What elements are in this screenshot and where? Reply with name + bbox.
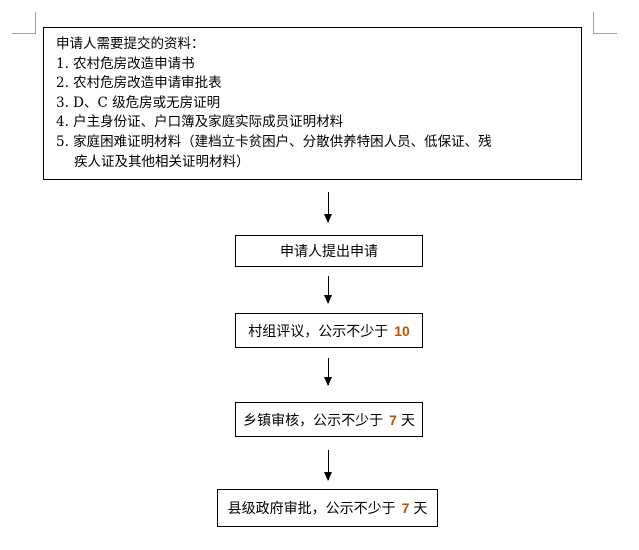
flow-arrow bbox=[324, 450, 332, 481]
step-county-approval: 县级政府审批，公示不少于 7 天 bbox=[217, 489, 438, 527]
step-days: 10 bbox=[394, 322, 410, 339]
page-corner-mark-right bbox=[593, 12, 594, 34]
flow-arrow bbox=[324, 276, 332, 304]
page-corner-mark-left bbox=[12, 33, 36, 34]
step-text: 乡镇审核，公示不少于 bbox=[243, 412, 384, 429]
requirement-item: 2. 农村危房改造申请审批表 bbox=[56, 75, 222, 92]
step-days: 7 bbox=[401, 500, 410, 516]
step-text: 县级政府审批，公示不少于 bbox=[227, 501, 396, 517]
step-days: 7 bbox=[389, 411, 397, 428]
step-township-audit: 乡镇审核，公示不少于 7 天 bbox=[235, 402, 423, 437]
requirement-item: 5. 家庭困难证明材料（建档立卡贫困户、分散供养特困人员、低保证、残 bbox=[56, 133, 492, 150]
step-text: 申请人提出申请 bbox=[280, 244, 378, 260]
flow-arrow bbox=[324, 358, 332, 386]
flow-arrow bbox=[324, 192, 332, 223]
requirements-box: 申请人需要提交的资料： 1. 农村危房改造申请书 2. 农村危房改造申请审批表 … bbox=[43, 27, 582, 180]
step-village-review: 村组评议，公示不少于 10 bbox=[235, 313, 423, 348]
requirement-item: 3. D、C 级危房或无房证明 bbox=[56, 94, 221, 111]
page-corner-mark-right bbox=[593, 33, 617, 34]
page-corner-mark-left bbox=[35, 12, 36, 34]
requirements-title: 申请人需要提交的资料： bbox=[56, 36, 205, 52]
step-suffix: 天 bbox=[400, 412, 415, 429]
step-suffix: 天 bbox=[413, 501, 428, 517]
step-apply: 申请人提出申请 bbox=[235, 235, 423, 267]
step-text: 村组评议，公示不少于 bbox=[248, 323, 389, 340]
requirement-item: 1. 农村危房改造申请书 bbox=[56, 55, 195, 72]
requirement-item-continued: 疾人证及其他相关证明材料） bbox=[74, 153, 250, 170]
requirement-item: 4. 户主身份证、户口簿及家庭实际成员证明材料 bbox=[56, 114, 344, 131]
